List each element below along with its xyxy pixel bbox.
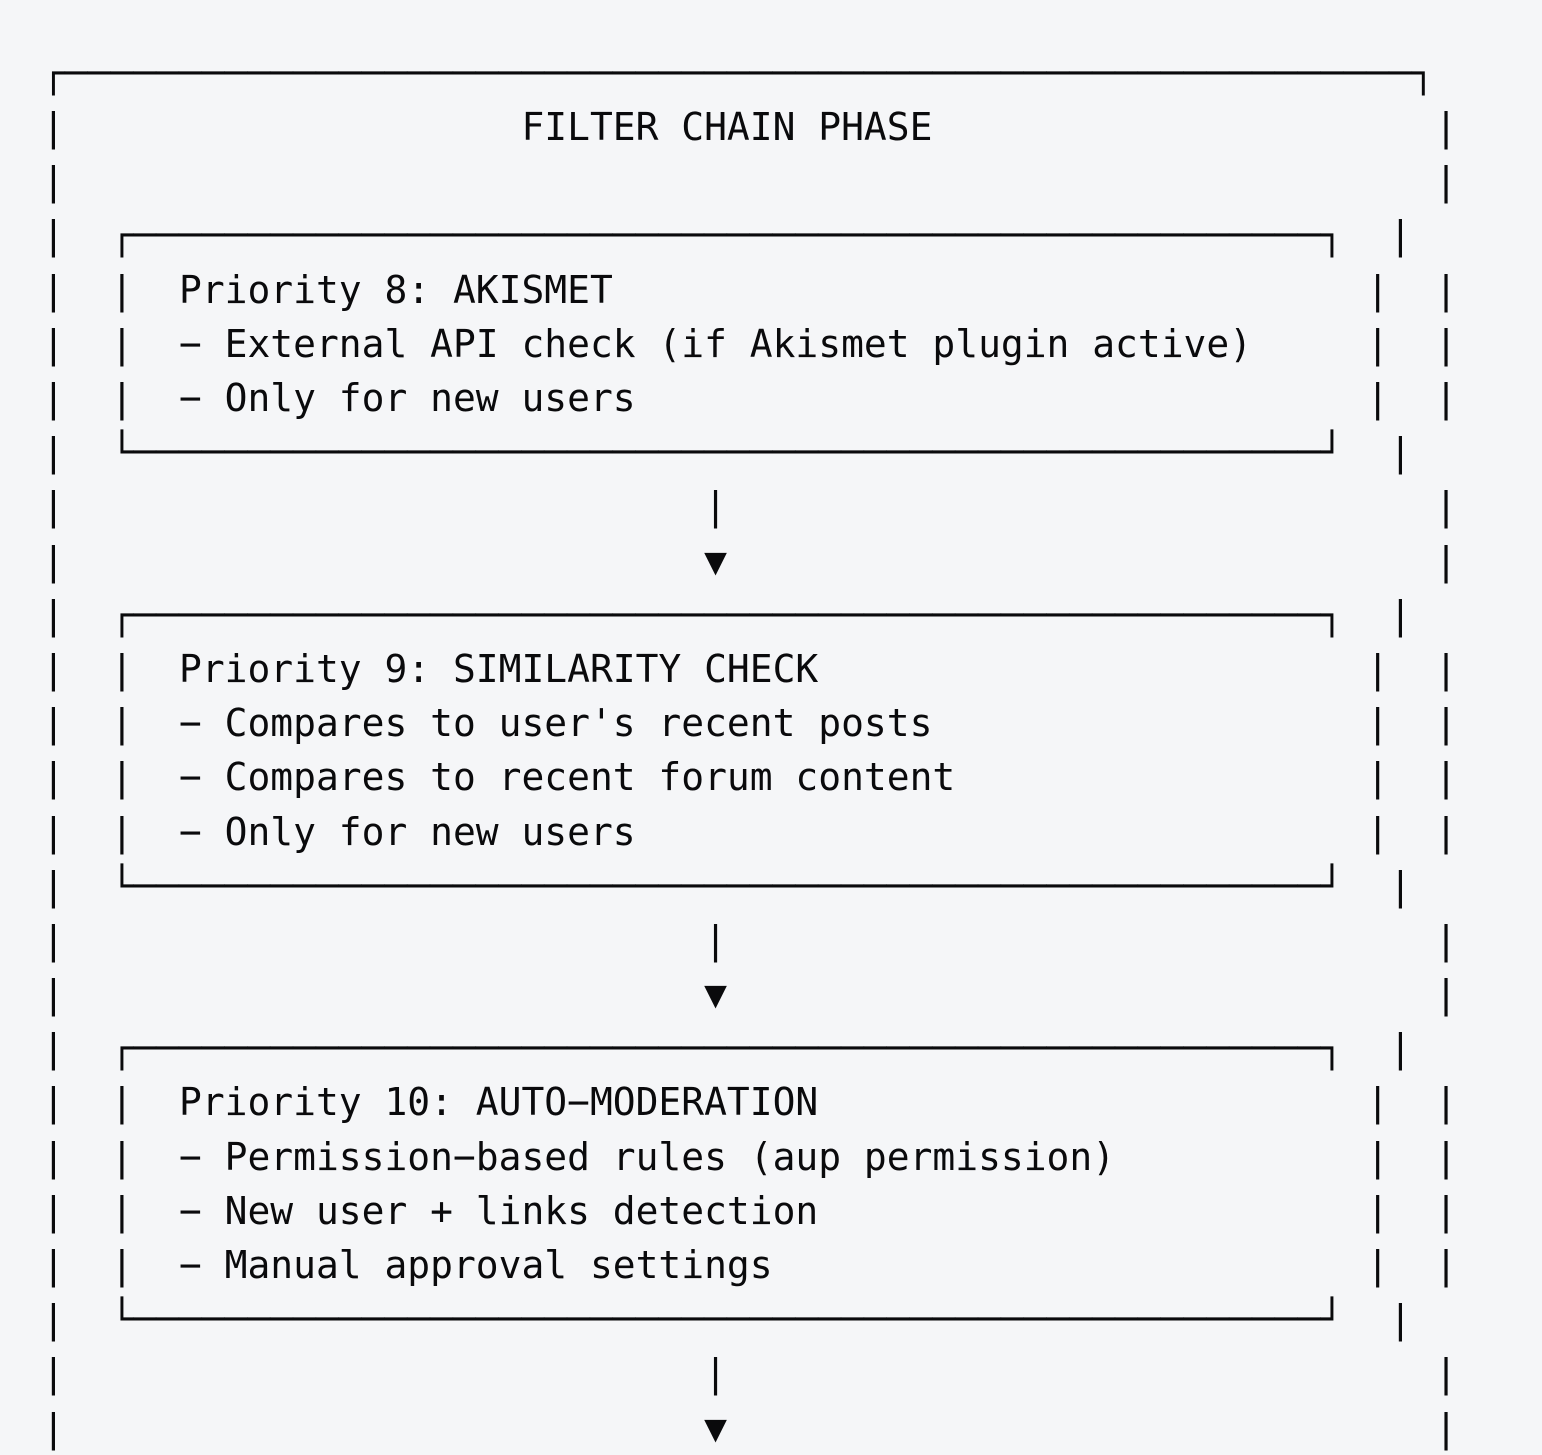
- ascii-row-5: | | − External API check (if Akismet plu…: [42, 321, 1458, 366]
- ascii-row-4: | | Priority 8: AKISMET | |: [42, 267, 1458, 312]
- ascii-row-3: | ┌─────────────────────────────────────…: [42, 213, 1412, 258]
- ascii-row-7: | └─────────────────────────────────────…: [42, 430, 1412, 475]
- ascii-row-16: | | |: [42, 917, 1458, 962]
- ascii-row-12: | | − Compares to user's recent posts | …: [42, 701, 1458, 746]
- ascii-row-22: | | − Manual approval settings | |: [42, 1243, 1458, 1288]
- ascii-row-9: | ▼ |: [42, 538, 1458, 583]
- ascii-row-21: | | − New user + links detection | |: [42, 1188, 1458, 1233]
- ascii-row-18: | ┌─────────────────────────────────────…: [42, 1026, 1412, 1071]
- ascii-row-20: | | − Permission−based rules (aup permis…: [42, 1134, 1458, 1179]
- ascii-row-23: | └─────────────────────────────────────…: [42, 1297, 1412, 1342]
- ascii-row-24: | | |: [42, 1351, 1458, 1396]
- ascii-row-0: ┌───────────────────────────────────────…: [42, 50, 1435, 95]
- ascii-art-block: ┌───────────────────────────────────────…: [42, 46, 1458, 1455]
- ascii-row-25: | ▼ |: [42, 1405, 1458, 1450]
- ascii-row-8: | | |: [42, 484, 1458, 529]
- ascii-row-13: | | − Compares to recent forum content |…: [42, 755, 1458, 800]
- ascii-row-14: | | − Only for new users | |: [42, 809, 1458, 854]
- ascii-flowchart-figure: ┌───────────────────────────────────────…: [42, 50, 1458, 1450]
- ascii-row-19: | | Priority 10: AUTO−MODERATION | |: [42, 1080, 1458, 1125]
- ascii-row-6: | | − Only for new users | |: [42, 376, 1458, 421]
- ascii-row-17: | ▼ |: [42, 972, 1458, 1017]
- ascii-row-10: | ┌─────────────────────────────────────…: [42, 592, 1412, 637]
- ascii-row-1: | FILTER CHAIN PHASE |: [42, 105, 1458, 150]
- ascii-row-11: | | Priority 9: SIMILARITY CHECK | |: [42, 646, 1458, 691]
- ascii-row-15: | └─────────────────────────────────────…: [42, 863, 1412, 908]
- ascii-row-2: | |: [42, 159, 1458, 204]
